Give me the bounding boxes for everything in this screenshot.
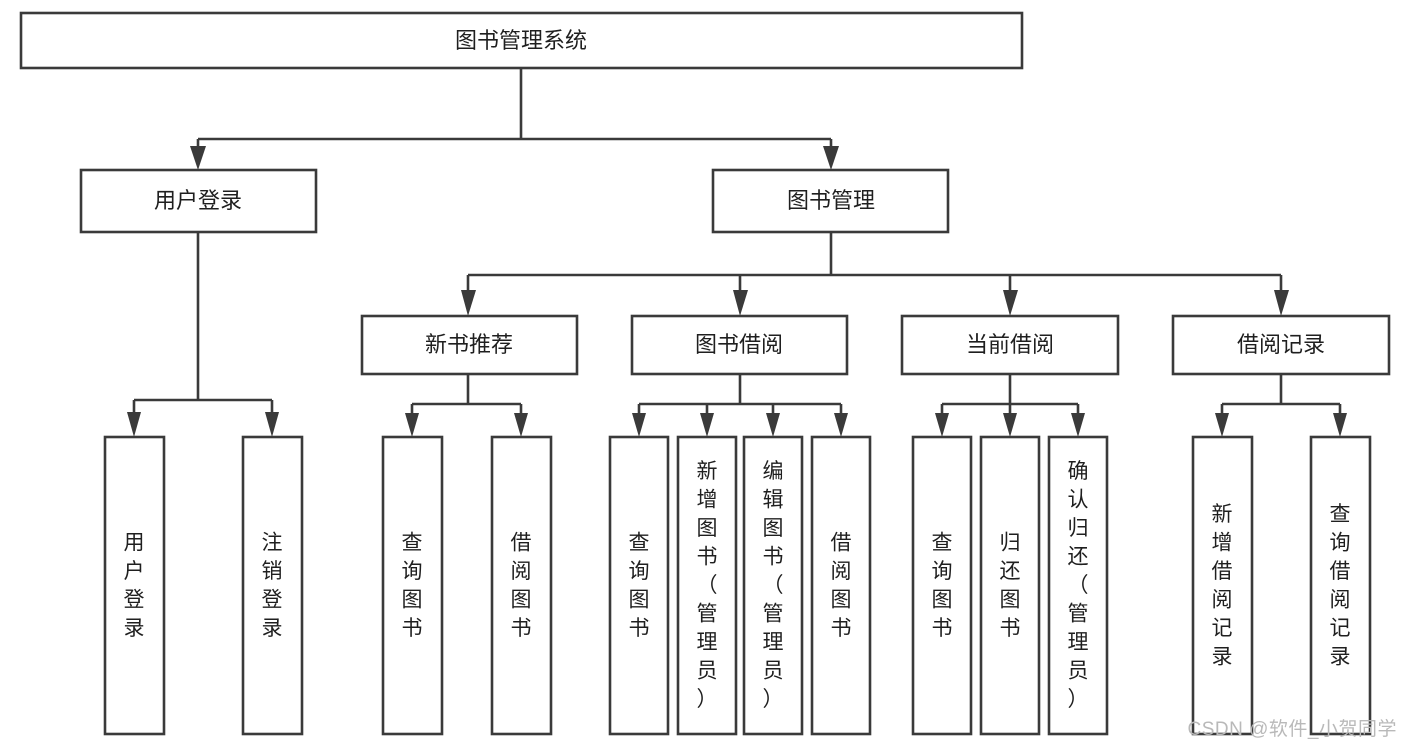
node-leaf-user-logout-box[interactable] <box>241 435 304 736</box>
node-new-book-recommend-label: 新书推荐 <box>425 332 513 357</box>
node-book-borrow-label: 图书借阅 <box>695 332 783 357</box>
node-leaf-edit-book-box[interactable] <box>742 435 804 736</box>
arrow-to-book-management-icon <box>823 146 839 170</box>
node-book-borrow-box[interactable] <box>630 314 849 376</box>
node-leaf-query-record[interactable]: 查询借阅记录 <box>1309 435 1372 736</box>
arrow-leaf-query-book-3-icon <box>935 413 949 437</box>
node-borrow-record[interactable]: 借阅记录 <box>1171 314 1391 376</box>
node-leaf-query-book-2-box[interactable] <box>608 435 670 736</box>
node-leaf-query-book-1[interactable]: 查询图书 <box>381 435 444 736</box>
node-borrow-record-label: 借阅记录 <box>1237 332 1325 357</box>
arrow-leaf-borrow-book-2-icon <box>834 413 848 437</box>
node-leaf-user-login[interactable]: 用户登录 <box>103 435 166 736</box>
arrow-leaf-confirm-return-icon <box>1071 413 1085 437</box>
node-book-management-label: 图书管理 <box>787 188 875 213</box>
node-new-book-recommend[interactable]: 新书推荐 <box>360 314 579 376</box>
arrow-to-new-book-recommend-icon <box>461 290 476 316</box>
node-leaf-confirm-return-label: 确认归还（管理员） <box>1068 460 1089 711</box>
node-leaf-query-book-3-label: 查询图书 <box>932 531 953 640</box>
node-leaf-return-book-box[interactable] <box>979 435 1041 736</box>
arrow-leaf-borrow-book-1-icon <box>514 413 528 437</box>
arrow-leaf-add-record-icon <box>1215 413 1229 437</box>
arrow-leaf-return-book-icon <box>1003 413 1017 437</box>
arrow-to-user-login-icon <box>190 146 206 170</box>
node-user-login[interactable]: 用户登录 <box>79 168 318 234</box>
node-current-borrow-label: 当前借阅 <box>966 332 1054 357</box>
node-leaf-borrow-book-2-label: 借阅图书 <box>831 531 852 640</box>
node-leaf-confirm-return[interactable]: 确认归还（管理员） <box>1047 435 1109 736</box>
node-leaf-return-book[interactable]: 归还图书 <box>979 435 1041 736</box>
node-current-borrow[interactable]: 当前借阅 <box>900 314 1120 376</box>
node-leaf-query-record-box[interactable] <box>1309 435 1372 736</box>
node-leaf-query-book-3[interactable]: 查询图书 <box>911 435 973 736</box>
arrow-leaf-edit-book-icon <box>766 413 780 437</box>
node-leaf-borrow-book-2-box[interactable] <box>810 435 872 736</box>
node-leaf-add-book-label: 新增图书（管理员） <box>697 460 718 711</box>
arrow-leaf-user-login-icon <box>127 412 141 437</box>
node-leaf-add-book-box[interactable] <box>676 435 738 736</box>
node-book-management-box[interactable] <box>711 168 950 234</box>
node-book-borrow[interactable]: 图书借阅 <box>630 314 849 376</box>
node-leaf-query-book-3-box[interactable] <box>911 435 973 736</box>
node-current-borrow-box[interactable] <box>900 314 1120 376</box>
node-leaf-add-book[interactable]: 新增图书（管理员） <box>676 435 738 736</box>
node-leaf-add-record[interactable]: 新增借阅记录 <box>1191 435 1254 736</box>
node-new-book-recommend-box[interactable] <box>360 314 579 376</box>
node-leaf-borrow-book-2[interactable]: 借阅图书 <box>810 435 872 736</box>
node-leaf-edit-book-label: 编辑图书（管理员） <box>763 460 784 711</box>
node-book-management[interactable]: 图书管理 <box>711 168 950 234</box>
node-leaf-edit-book[interactable]: 编辑图书（管理员） <box>742 435 804 736</box>
node-root[interactable]: 图书管理系统 <box>19 11 1024 70</box>
node-leaf-query-book-1-box[interactable] <box>381 435 444 736</box>
arrow-to-current-borrow-icon <box>1003 290 1018 316</box>
node-root-label: 图书管理系统 <box>455 28 587 53</box>
node-leaf-user-logout[interactable]: 注销登录 <box>241 435 304 736</box>
node-leaf-query-record-label: 查询借阅记录 <box>1330 503 1351 669</box>
arrow-to-borrow-record-icon <box>1274 290 1289 316</box>
node-leaf-user-login-box[interactable] <box>103 435 166 736</box>
connectors-group <box>127 68 1347 437</box>
node-borrow-record-box[interactable] <box>1171 314 1391 376</box>
arrow-leaf-add-book-icon <box>700 413 714 437</box>
node-leaf-user-logout-label: 注销登录 <box>262 531 283 640</box>
arrow-leaf-query-book-1-icon <box>405 413 419 437</box>
node-user-login-label: 用户登录 <box>154 188 242 213</box>
arrow-leaf-user-logout-icon <box>265 412 279 437</box>
node-leaf-confirm-return-box[interactable] <box>1047 435 1109 736</box>
arrow-leaf-query-record-icon <box>1333 413 1347 437</box>
arrow-to-book-borrow-icon <box>733 290 748 316</box>
node-leaf-borrow-book-1-box[interactable] <box>490 435 553 736</box>
node-leaf-add-record-box[interactable] <box>1191 435 1254 736</box>
node-user-login-box[interactable] <box>79 168 318 234</box>
node-leaf-return-book-label: 归还图书 <box>1000 531 1021 640</box>
arrow-leaf-query-book-2-icon <box>632 413 646 437</box>
node-leaf-user-login-label: 用户登录 <box>124 531 145 640</box>
node-leaf-add-record-label: 新增借阅记录 <box>1212 503 1233 669</box>
node-leaf-query-book-1-label: 查询图书 <box>402 531 423 640</box>
node-leaf-query-book-2[interactable]: 查询图书 <box>608 435 670 736</box>
node-leaf-borrow-book-1[interactable]: 借阅图书 <box>490 435 553 736</box>
node-leaf-borrow-book-1-label: 借阅图书 <box>511 531 532 640</box>
node-root-box[interactable] <box>19 11 1024 70</box>
node-leaf-query-book-2-label: 查询图书 <box>629 531 650 640</box>
